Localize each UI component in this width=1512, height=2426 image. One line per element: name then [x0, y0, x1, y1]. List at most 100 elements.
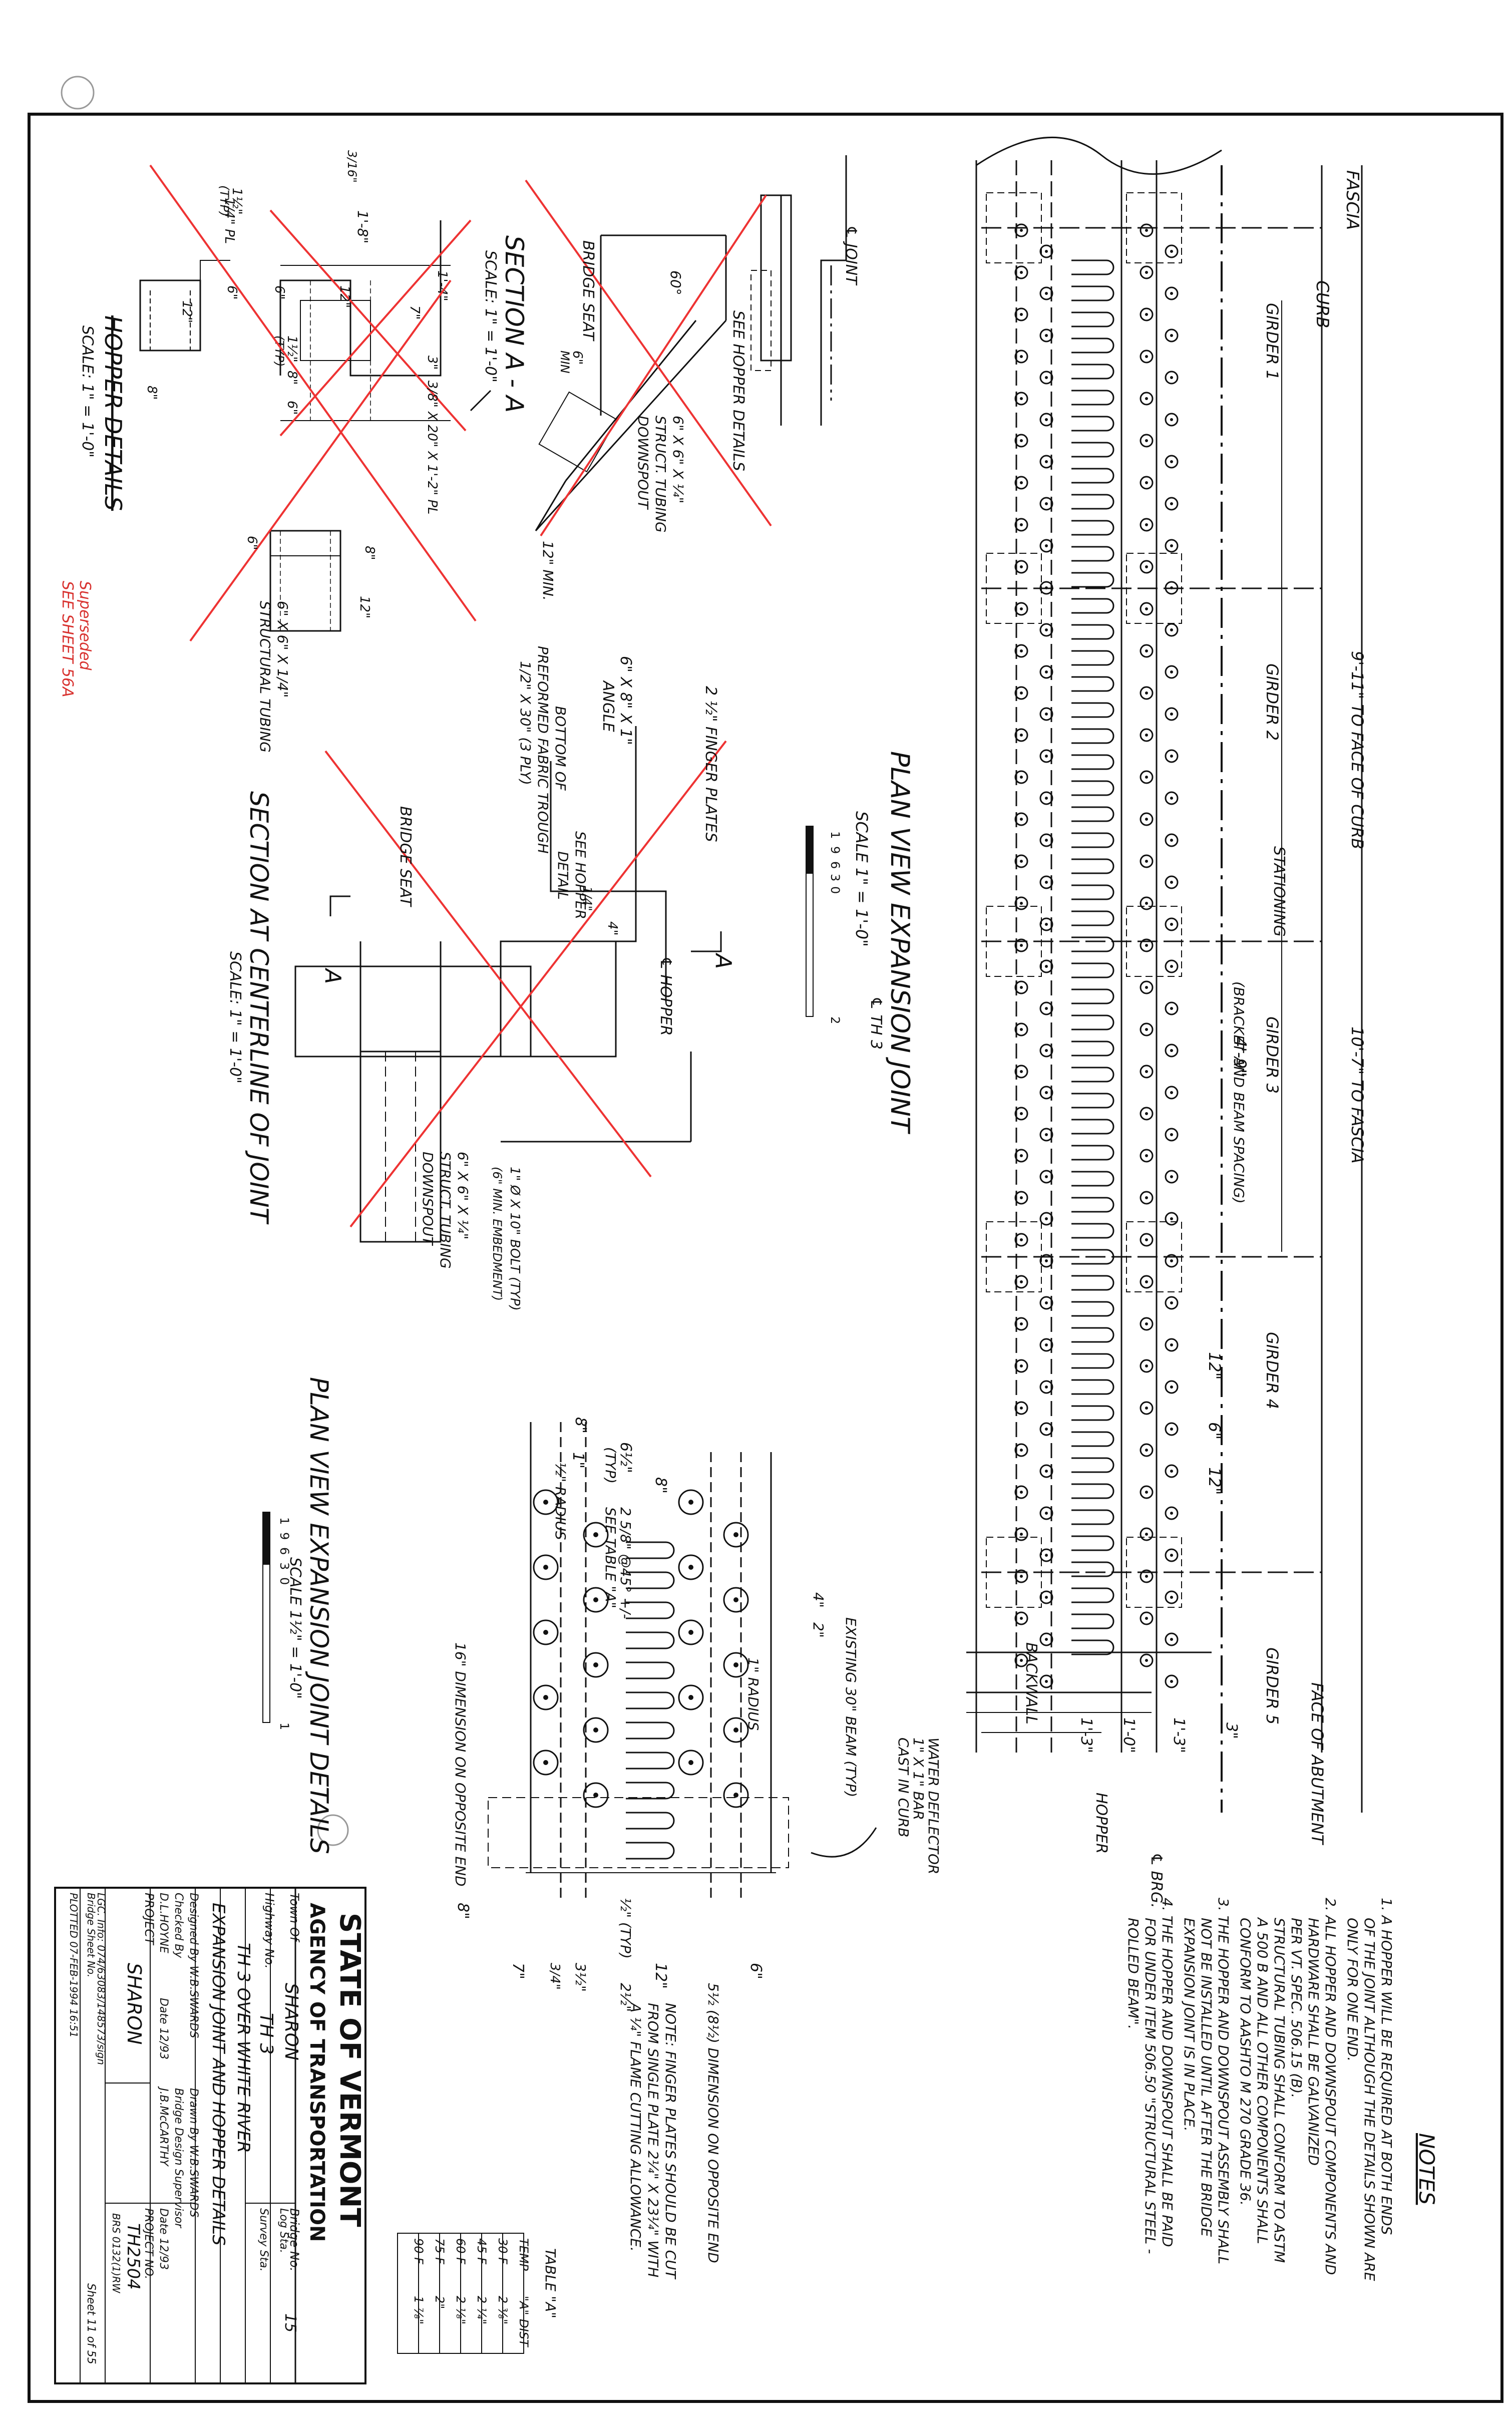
brg-label: ℄ BRG.	[1148, 1853, 1165, 1908]
notes-title: NOTES	[1414, 2133, 1439, 2205]
table-a-cell: 60 F	[454, 2238, 468, 2265]
note-3-line: NOT BE INSTALLED UNTIL AFTER THE BRIDGE	[1198, 1918, 1215, 2237]
date-2: Date 12/93	[157, 2208, 170, 2270]
checker-name: D.L.HOYNE	[157, 1893, 170, 1953]
table-a-cell: 2 ¼"	[475, 2296, 489, 2324]
see-hopper-1: SEE HOPPER	[572, 831, 589, 919]
detail-typ: (TYP)	[602, 1447, 619, 1484]
aa-dim-7: 7"	[407, 305, 422, 320]
section-cl-bridge-seat: BRIDGE SEAT	[397, 806, 414, 907]
detail-dim-2-5: 2½"	[617, 1983, 634, 2012]
detail-half-typ: ½" (TYP)	[617, 1898, 634, 1959]
hopper-tube-1: 6" X 6" X 1/4"	[274, 601, 291, 698]
girder-5-label: GIRDER 5	[1263, 1647, 1282, 1724]
top-tube-3: DOWNSPOUT	[635, 416, 651, 510]
detail-deflector-1: WATER DEFLECTOR	[925, 1738, 942, 1874]
checked-by: Checked By	[172, 1893, 185, 1958]
project-no-2: BRS 0132(1)RW	[110, 2213, 122, 2294]
dim-3: 3"	[1223, 1722, 1240, 1739]
bridge-sheet-no: Bridge Sheet No.	[85, 1893, 97, 1977]
hopper-dim-8: 8"	[144, 386, 159, 400]
detail-bar-tick: 0	[277, 1577, 291, 1585]
top-tube-2: STRUCT. TUBING	[652, 416, 669, 533]
curb-label: CURB	[1312, 280, 1332, 328]
table-a-cell: 2 ⅜"	[496, 2296, 510, 2324]
detail-scale: SCALE 1½" = 1'-0"	[286, 1557, 304, 1699]
section-aa-title: SECTION A - A	[500, 235, 529, 413]
bolt-pattern	[1014, 223, 1179, 1688]
bracket-spacing: 4'-9"	[1230, 1036, 1250, 1077]
aa-plate: 3/8" X 20" X 1'-2" PL	[425, 381, 440, 515]
sheet-title: EXPANSION JOINT AND HOPPER DETAILS	[208, 1903, 228, 2246]
angle-label: ANGLE	[599, 680, 617, 732]
lgc-info: LGC. Info: 074/63083/148573/sign	[95, 1893, 107, 2065]
aa-dim-316: 3/16"	[345, 150, 359, 183]
finger-plates-label: 2 ½" FINGER PLATES	[702, 686, 719, 842]
date-1: Date 12/93	[157, 1998, 170, 2059]
detail-see-table: SEE TABLE "A"	[602, 1507, 619, 1608]
bridge-no: 15	[281, 2313, 299, 2332]
note-2-line: STRUCTURAL TUBING SHALL CONFORM TO ASTM	[1271, 1918, 1288, 2263]
dim-4in: 4"	[605, 921, 620, 936]
hopper-plate: 1/4" PL	[222, 198, 237, 244]
dim-1-3-a: 1'-3"	[1077, 1717, 1095, 1753]
dim-face-of-curb: 9'-11" TO FACE OF CURB	[1348, 651, 1367, 849]
project-no-label: PROJECT NO.	[142, 2208, 155, 2279]
note-4-line: 4. THE HOPPER AND DOWNSPOUT SHALL BE PAI…	[1159, 1898, 1176, 2247]
angle-60: 60°	[667, 270, 684, 295]
table-a-cell: TEMP	[517, 2238, 531, 2271]
detail-bar-tick: 1	[277, 1517, 291, 1525]
table-a-cell: 75 F	[433, 2238, 447, 2265]
plotted-date: PLOTTED 07-FEB-1994 16:51	[68, 1893, 80, 2037]
project-name: SHARON	[123, 1963, 145, 2044]
plan-view-scale: SCALE 1" = 1'-0"	[852, 811, 871, 947]
bolt-1: 1" Ø X 10" BOLT (TYP)	[507, 1167, 522, 1311]
bracket-spacing-note: (BRACKET AND BEAM SPACING)	[1231, 981, 1247, 1204]
hopper-dim-6: 6"	[224, 285, 239, 300]
plan-cl-th3: ℄ TH 3	[867, 996, 885, 1050]
section-mark-a-bottom: A	[320, 967, 345, 984]
table-a-cell: 30 F	[496, 2238, 510, 2265]
note-2-line: CONFORM TO AASHTO M 270 GRADE 36.	[1237, 1918, 1254, 2206]
agency-name: AGENCY OF TRANSPORTATION	[305, 1903, 328, 2242]
section-a-a: SECTION A - A SCALE: 1" = 1'-0" 3/16" 1'…	[217, 150, 529, 515]
detail-title: PLAN VIEW EXPANSION JOINT DETAILS	[304, 1377, 333, 1854]
girder-3-label: GIRDER 3	[1263, 1016, 1282, 1094]
fabric-1: BOTTOM OF	[552, 706, 569, 791]
hopper-details: HOPPER DETAILS SCALE: 1" = 1'-0" 1/4" PL…	[59, 164, 477, 753]
section-mark-a-top: A	[710, 952, 736, 969]
detail-one-radius: 1" RADIUS	[745, 1657, 762, 1730]
detail-note-1: NOTE: FINGER PLATES SHOULD BE CUT	[662, 2003, 679, 2280]
detail-bar-tick: 9	[277, 1532, 291, 1540]
detail-dim-2: 2"	[810, 1622, 827, 1638]
plan-bar-tick: 3	[828, 874, 842, 881]
note-2-line: A 500 B AND ALL OTHER COMPONENTS SHALL	[1254, 1917, 1271, 2244]
town-name: SHARON	[281, 1983, 301, 2060]
detail-dim-4: 4"	[810, 1592, 827, 1608]
finger-plate-zigzag	[1071, 259, 1114, 1655]
table-a-cell: 2"	[433, 2296, 447, 2309]
title-block: STATE OF VERMONT AGENCY OF TRANSPORTATIO…	[54, 1887, 366, 2384]
hopper-dim-12b: 12"	[357, 596, 372, 618]
project-no: TH2504	[123, 2223, 143, 2290]
face-of-abutment-label: FACE OF ABUTMENT	[1308, 1682, 1327, 1846]
see-sheet-note: SEE SHEET 56A	[59, 581, 76, 698]
detail-dim-12: 12"	[652, 1963, 669, 1989]
aa-dim-6: 6"	[272, 285, 287, 300]
aa-dim-12: 12"	[337, 285, 352, 308]
stationing-label: STATIONING	[1270, 846, 1288, 937]
dim-quarter: 1/4"	[580, 886, 594, 911]
highway-no-label: Highway No.	[262, 1893, 276, 1969]
detail-bar-tick: 6	[277, 1547, 291, 1555]
superseded-note: Superseded	[76, 581, 94, 670]
binding-hole-top	[61, 76, 95, 110]
detail-half-radius: ½" RADIUS	[552, 1462, 569, 1540]
aa-dim-112: 1½"	[229, 188, 244, 215]
note-1-line: 1. A HOPPER WILL BE REQUIRED AT BOTH END…	[1378, 1898, 1395, 2235]
note-2-line: 2. ALL HOPPER AND DOWNSPOUT COMPONENTS A…	[1322, 1898, 1339, 2275]
hopper-details-title: HOPPER DETAILS	[100, 315, 127, 511]
